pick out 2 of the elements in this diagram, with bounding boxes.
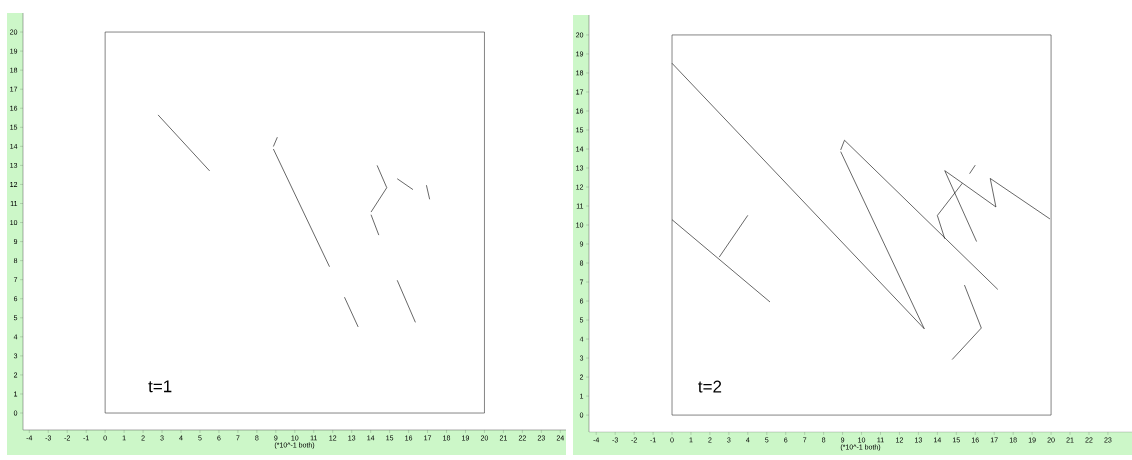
annotation-label: t=2 xyxy=(698,380,722,393)
annotation-label: t=1 xyxy=(148,380,172,393)
